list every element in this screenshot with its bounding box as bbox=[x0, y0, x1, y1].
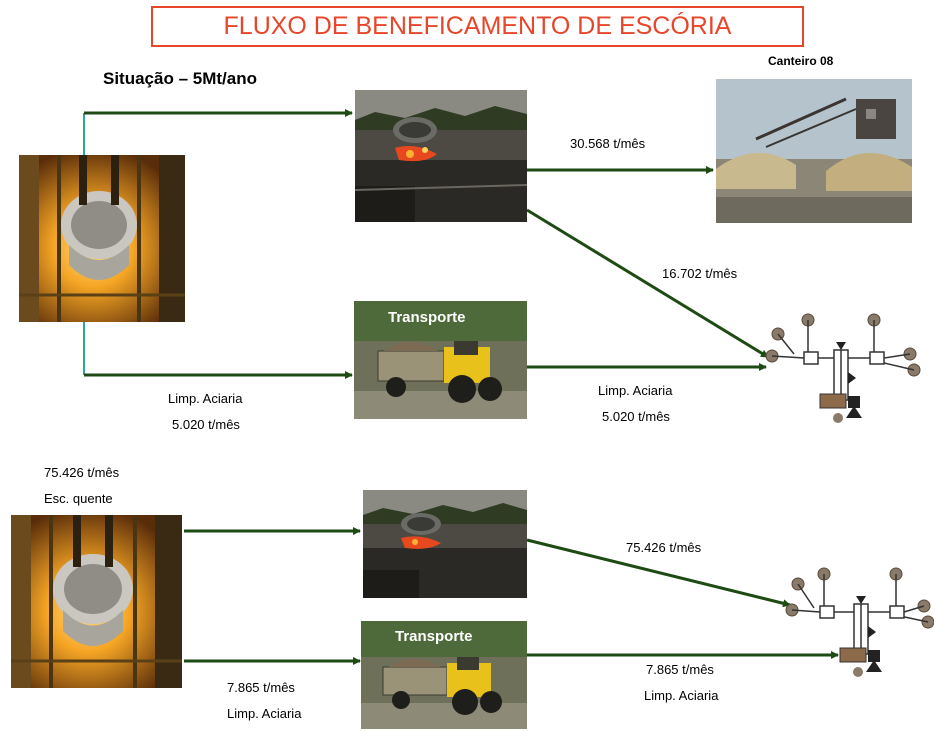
flow-label-bottom-in-value: 75.426 t/mês bbox=[44, 465, 120, 480]
hot-slag-yard-image-bottom bbox=[363, 490, 527, 598]
flow-label-plant-bottom: 75.426 t/mês bbox=[626, 540, 702, 555]
flow-label-canteiro: 30.568 t/mês bbox=[570, 136, 646, 151]
transport-caption-bottom: Transporte bbox=[395, 628, 473, 645]
canteiro-08-image bbox=[716, 79, 912, 223]
situation-subtitle: Situação – 5Mt/ano bbox=[103, 69, 257, 88]
flow-label-bottom-in-name: Esc. quente bbox=[44, 491, 113, 506]
page-title: FLUXO DE BENEFICAMENTO DE ESCÓRIA bbox=[151, 6, 804, 47]
steel-furnace-image-bottom bbox=[11, 515, 182, 688]
transport-truck-image-bottom bbox=[361, 621, 527, 729]
steel-furnace-image-top bbox=[19, 155, 185, 322]
arrow-hotslag-to-plant bbox=[526, 208, 769, 359]
canteiro-label: Canteiro 08 bbox=[768, 54, 834, 68]
transport-truck-image-top bbox=[354, 301, 527, 419]
crushing-plant-schematic-top bbox=[765, 313, 921, 423]
flow-label-limp-top-value: 5.020 t/mês bbox=[172, 417, 240, 432]
flow-label-transport-top-name: Limp. Aciaria bbox=[598, 383, 673, 398]
flow-label-transport-top-value: 5.020 t/mês bbox=[602, 409, 670, 424]
transport-caption-top: Transporte bbox=[388, 309, 466, 326]
flow-label-transport-bottom-value: 7.865 t/mês bbox=[646, 662, 714, 677]
flow-label-limp-top-name: Limp. Aciaria bbox=[168, 391, 243, 406]
hot-slag-yard-image-top bbox=[355, 90, 527, 222]
crushing-plant-schematic-bottom bbox=[785, 567, 934, 677]
flow-label-transport-bottom-name: Limp. Aciaria bbox=[644, 688, 719, 703]
flow-label-limp-bottom-name: Limp. Aciaria bbox=[227, 706, 302, 721]
arrow-bottom-hotslag-to-plant bbox=[526, 538, 791, 608]
flow-label-limp-bottom-value: 7.865 t/mês bbox=[227, 680, 295, 695]
flow-label-plant-top: 16.702 t/mês bbox=[662, 266, 738, 281]
